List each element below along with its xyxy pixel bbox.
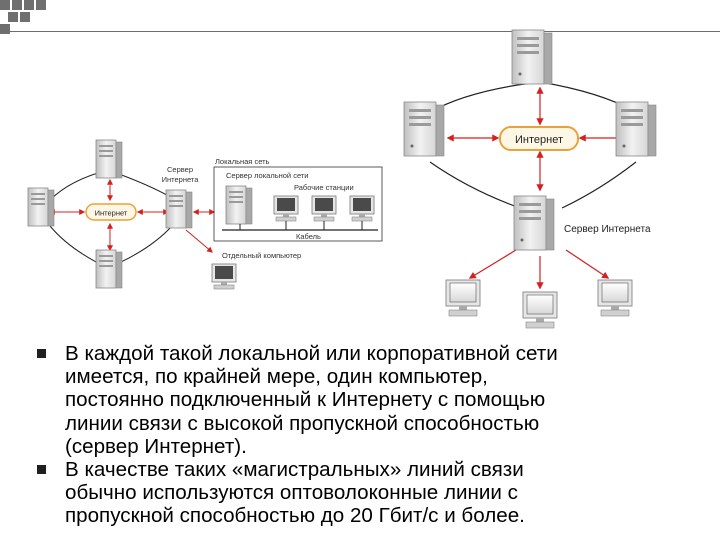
server-icon: [404, 102, 444, 156]
large-diagram: Интернет Сервер Интернета: [404, 30, 656, 328]
server-label-line1: Сервер: [167, 165, 193, 174]
workstation-icon: [274, 196, 298, 221]
bullet-line: постоянно подключенный к Интернету с пом…: [65, 388, 696, 411]
network-diagram: Интернет Сервер Интернета Локальная сеть…: [0, 0, 720, 330]
client-computer-icon: [523, 292, 557, 328]
internet-server-icon: [166, 190, 192, 228]
remote-computer-label: Отдельный компьютер: [222, 251, 301, 260]
cable-label: Кабель: [296, 232, 321, 241]
bullet-line: (сервер Интернет).: [65, 435, 696, 458]
bullet-item: В качестве таких «магистральных» линий с…: [36, 458, 696, 528]
small-diagram: Интернет Сервер Интернета Локальная сеть…: [28, 140, 382, 289]
lan-label: Локальная сеть: [215, 157, 270, 166]
bullet-line: линии связи с высокой пропускной способн…: [65, 412, 696, 435]
server-icon: [96, 140, 122, 178]
client-computer-icon: [598, 280, 632, 316]
bullet-list: В каждой такой локальной или корпоративн…: [36, 342, 696, 528]
client-computer-icon: [446, 280, 480, 316]
workstation-icon: [350, 196, 374, 221]
bullet-square-icon: [37, 465, 46, 474]
server-icon: [28, 188, 54, 226]
bullet-square-icon: [37, 349, 46, 358]
lan-server-label: Сервер локальной сети: [226, 171, 309, 180]
bullet-line: В качестве таких «магистральных» линий с…: [65, 458, 696, 481]
internet-label: Интернет: [515, 134, 563, 146]
workstations-label: Рабочие станции: [294, 183, 354, 192]
server-icon: [616, 102, 656, 156]
server-icon: [96, 250, 122, 288]
bullet-item: В каждой такой локальной или корпоративн…: [36, 342, 696, 458]
internet-label: Интернет: [95, 209, 128, 218]
bullet-line: В каждой такой локальной или корпоративн…: [65, 342, 696, 365]
server-label: Сервер Интернета: [564, 224, 651, 235]
remote-computer-icon: [212, 264, 236, 289]
bullet-line: обычно используются оптоволоконные линии…: [65, 481, 696, 504]
bullet-line: имеется, по крайней мере, один компьютер…: [65, 365, 696, 388]
lan-server-icon: [226, 186, 252, 224]
internet-server-icon: [514, 196, 554, 250]
server-label-line2: Интернета: [162, 175, 200, 184]
workstation-icon: [312, 196, 336, 221]
bullet-line: пропускной способностью до 20 Гбит/с и б…: [65, 504, 696, 527]
server-icon: [512, 30, 552, 84]
